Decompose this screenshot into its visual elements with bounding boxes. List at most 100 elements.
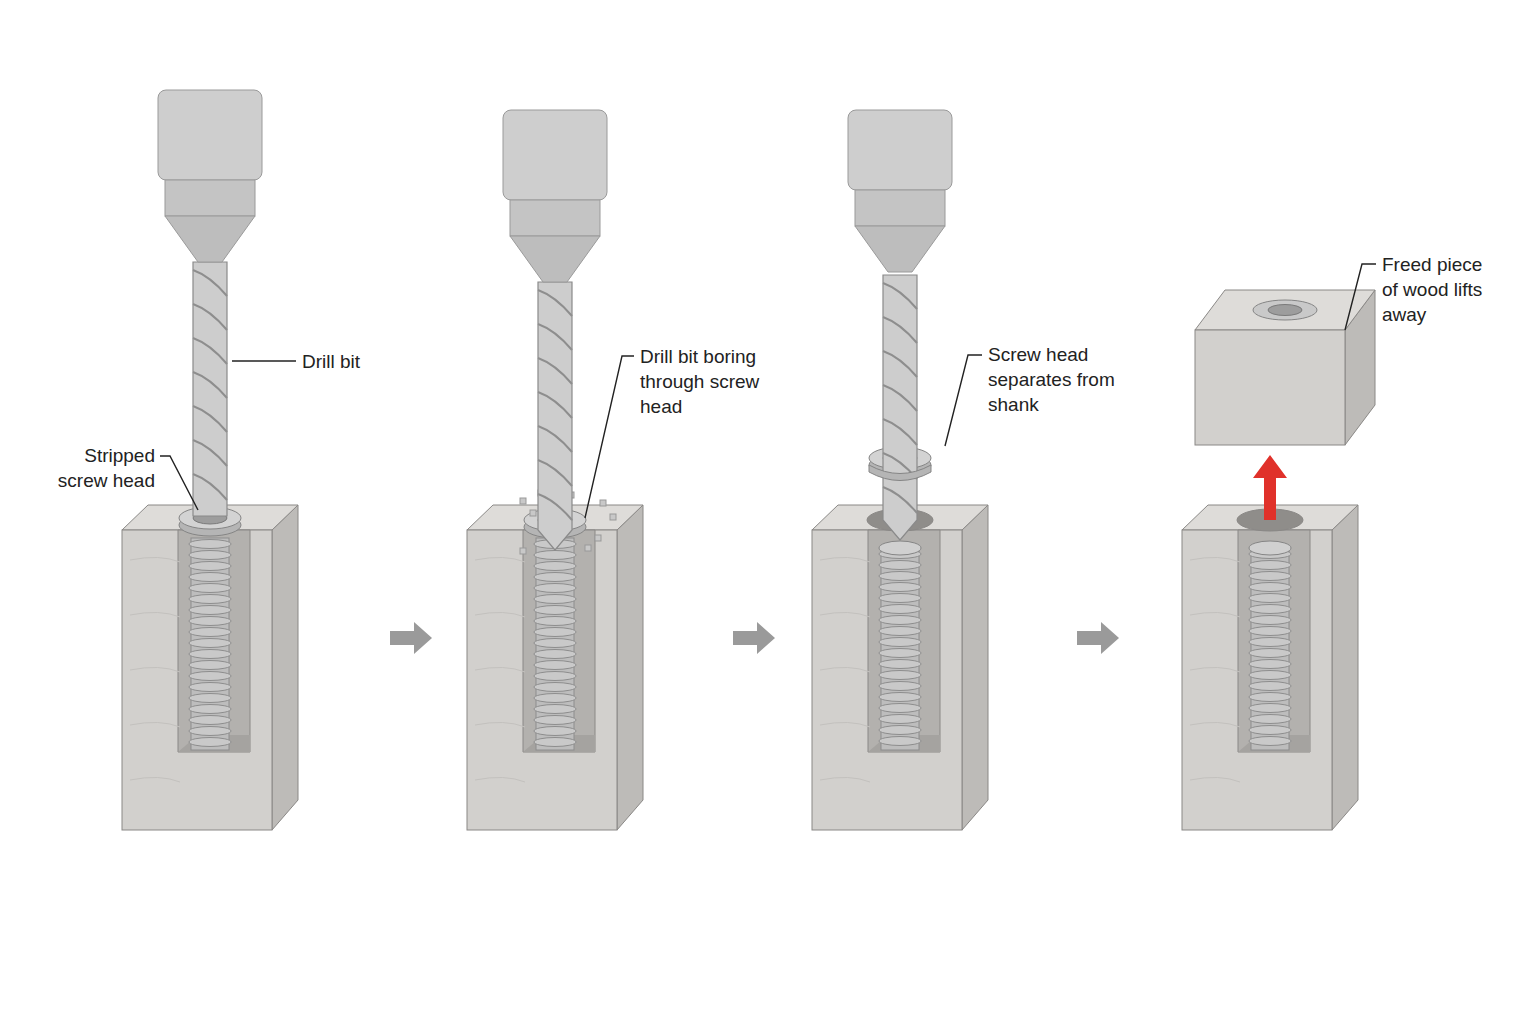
lift-arrow bbox=[1253, 455, 1287, 520]
bit-flute bbox=[538, 426, 572, 452]
wood-grain bbox=[475, 612, 525, 617]
wood-side bbox=[272, 505, 298, 830]
wood-piece-front bbox=[1195, 330, 1345, 445]
screw-thread bbox=[189, 562, 231, 571]
bit-flute bbox=[193, 372, 227, 398]
screw-thread bbox=[534, 716, 576, 725]
screw-thread bbox=[189, 573, 231, 582]
wood-grain bbox=[1190, 777, 1240, 782]
leader-lines bbox=[160, 264, 1376, 518]
wood-front bbox=[812, 530, 962, 830]
wood-grain bbox=[475, 722, 525, 727]
screw-thread bbox=[189, 694, 231, 703]
chuck-collar bbox=[165, 180, 255, 216]
wood-grain bbox=[130, 557, 180, 562]
leader-line bbox=[585, 356, 634, 518]
screw-thread bbox=[879, 715, 921, 724]
bit-flute bbox=[883, 385, 917, 411]
wood-piece-top bbox=[1195, 290, 1375, 330]
screw-thread bbox=[879, 616, 921, 625]
metal-chip bbox=[530, 510, 536, 516]
wood-side bbox=[1332, 505, 1358, 830]
screw-thread bbox=[1249, 638, 1291, 647]
screw-thread bbox=[534, 672, 576, 681]
screw-thread bbox=[1249, 671, 1291, 680]
embedded-head bbox=[1253, 300, 1317, 320]
drill-bit bbox=[883, 275, 917, 540]
metal-chip bbox=[610, 514, 616, 520]
screw-thread bbox=[879, 627, 921, 636]
chuck-collar bbox=[855, 190, 945, 226]
wood-grain bbox=[820, 777, 870, 782]
metal-chip bbox=[520, 498, 526, 504]
chuck-cone bbox=[510, 236, 600, 282]
chuck-cone bbox=[855, 226, 945, 272]
screw-thread bbox=[1249, 649, 1291, 658]
screw-head-front bbox=[869, 465, 931, 481]
screw-thread bbox=[879, 682, 921, 691]
drill-bit bbox=[538, 282, 572, 550]
drill-chuck bbox=[158, 90, 262, 180]
wood-grain bbox=[475, 667, 525, 672]
chuck-collar bbox=[510, 200, 600, 236]
step-arrow bbox=[390, 622, 432, 654]
screw-thread bbox=[1249, 561, 1291, 570]
screw-thread bbox=[1249, 616, 1291, 625]
screw-thread bbox=[879, 583, 921, 592]
wood-grain bbox=[820, 612, 870, 617]
screw-thread bbox=[189, 716, 231, 725]
screw-thread bbox=[879, 649, 921, 658]
screw-thread bbox=[879, 605, 921, 614]
wood-grain bbox=[1190, 612, 1240, 617]
wood-grain bbox=[1190, 722, 1240, 727]
screw-thread bbox=[189, 628, 231, 637]
screw-thread bbox=[534, 573, 576, 582]
screw-thread bbox=[534, 738, 576, 747]
panel-three bbox=[812, 110, 988, 830]
callout-label: Freed piece of wood lifts away bbox=[1382, 252, 1500, 327]
cutaway bbox=[868, 530, 940, 752]
bit-flute bbox=[883, 351, 917, 377]
screw-thread bbox=[1249, 726, 1291, 735]
chuck-cone bbox=[165, 216, 255, 262]
panel-two bbox=[467, 110, 643, 830]
screw-thread bbox=[189, 595, 231, 604]
bit-flute bbox=[538, 324, 572, 350]
screw-thread bbox=[534, 584, 576, 593]
screw-thread bbox=[534, 705, 576, 714]
bit-flute bbox=[538, 392, 572, 418]
screw-thread bbox=[879, 561, 921, 570]
bit-flute bbox=[538, 460, 572, 486]
screw-thread bbox=[879, 660, 921, 669]
leader-line bbox=[1345, 264, 1376, 330]
screw-thread bbox=[189, 639, 231, 648]
screw-thread bbox=[189, 540, 231, 549]
screw-thread bbox=[534, 650, 576, 659]
screw-thread bbox=[189, 650, 231, 659]
wood-grain bbox=[130, 667, 180, 672]
wood-side bbox=[962, 505, 988, 830]
bit-flute bbox=[193, 338, 227, 364]
screw-thread bbox=[879, 594, 921, 603]
wood-grain bbox=[130, 722, 180, 727]
screw-thread bbox=[879, 726, 921, 735]
screw-thread bbox=[1249, 693, 1291, 702]
screw-thread bbox=[879, 638, 921, 647]
screw-thread bbox=[879, 737, 921, 746]
wood-grain bbox=[130, 612, 180, 617]
callout-label: Screw head separates from shank bbox=[988, 342, 1138, 417]
step-arrow bbox=[733, 622, 775, 654]
wood-grain bbox=[475, 557, 525, 562]
screw-thread bbox=[534, 562, 576, 571]
screw-thread bbox=[534, 639, 576, 648]
cutaway bbox=[523, 530, 595, 752]
screw-thread bbox=[879, 572, 921, 581]
metal-chip bbox=[600, 500, 606, 506]
bit-flute bbox=[538, 290, 572, 316]
bit-flute bbox=[883, 283, 917, 309]
bit-flute bbox=[538, 494, 572, 520]
screw-thread bbox=[189, 705, 231, 714]
drill-chuck bbox=[503, 110, 607, 200]
stripped-recess bbox=[1268, 305, 1302, 316]
